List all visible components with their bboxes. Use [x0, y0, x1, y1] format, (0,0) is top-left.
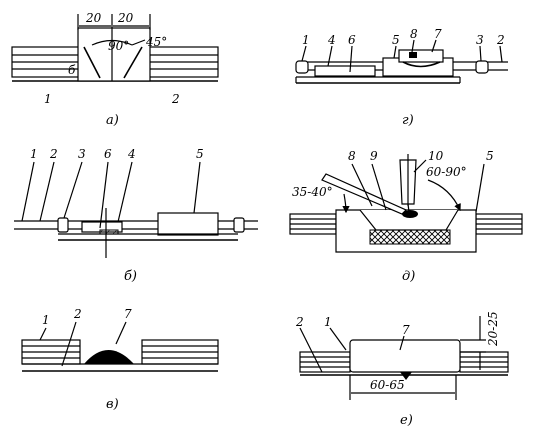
label-d-5: 5: [486, 149, 494, 163]
label-e-1: 1: [324, 315, 332, 329]
label-v-1: 1: [42, 313, 50, 327]
label-d-10: 10: [428, 149, 444, 163]
label-g-1: 1: [302, 33, 310, 47]
caption-v: в): [106, 397, 119, 412]
label-b-2: 2: [49, 147, 58, 161]
dim-left: 20: [85, 11, 102, 25]
label-g-6: 6: [348, 33, 356, 47]
caption-a: а): [106, 113, 119, 128]
label-b-4: 4: [127, 147, 136, 161]
label-b-3: 3: [78, 147, 86, 161]
panel-a: 20 20 90° 45° б 1 2 а): [11, 11, 219, 128]
panel-g: 1 4 6 5 8 7 3 2 г): [295, 27, 508, 128]
gap-label: б: [68, 63, 76, 77]
label-g-2: 2: [496, 33, 505, 47]
caption-d: д): [402, 269, 415, 284]
angle-90: 90°: [108, 39, 129, 53]
angle-right: 60-90°: [426, 165, 467, 179]
label-b-6: 6: [104, 147, 112, 161]
label-e-7: 7: [402, 323, 410, 337]
label-g-3: 3: [476, 33, 484, 47]
panel-v: 1 2 7 в): [21, 307, 219, 412]
label-g-8: 8: [410, 27, 418, 41]
label-e-2: 2: [295, 315, 304, 329]
label-v-2: 2: [73, 307, 82, 321]
label-g-7: 7: [434, 27, 442, 41]
panel-e: 2 1 7 60-65 20-25 е): [295, 311, 509, 428]
dim-width: 60-65: [370, 378, 405, 392]
label-v-7: 7: [124, 307, 132, 321]
label-b-1: 1: [30, 147, 38, 161]
panel-d: 8 9 10 5 35-40° 60-90° д): [289, 149, 523, 284]
angle-left: 35-40°: [292, 185, 333, 199]
dim-height: 20-25: [486, 311, 500, 347]
angle-45: 45°: [145, 35, 167, 49]
label-a-1: 1: [44, 92, 52, 106]
panel-b: 1 2 3 6 4 5 б): [14, 147, 258, 284]
label-b-5: 5: [196, 147, 204, 161]
label-d-9: 9: [370, 149, 378, 163]
dim-right: 20: [117, 11, 134, 25]
caption-e: е): [400, 413, 413, 428]
label-g-5: 5: [392, 33, 400, 47]
caption-g: г): [402, 113, 414, 128]
caption-b: б): [124, 269, 137, 284]
label-g-4: 4: [327, 33, 336, 47]
label-d-8: 8: [348, 149, 356, 163]
label-a-2: 2: [171, 92, 180, 106]
